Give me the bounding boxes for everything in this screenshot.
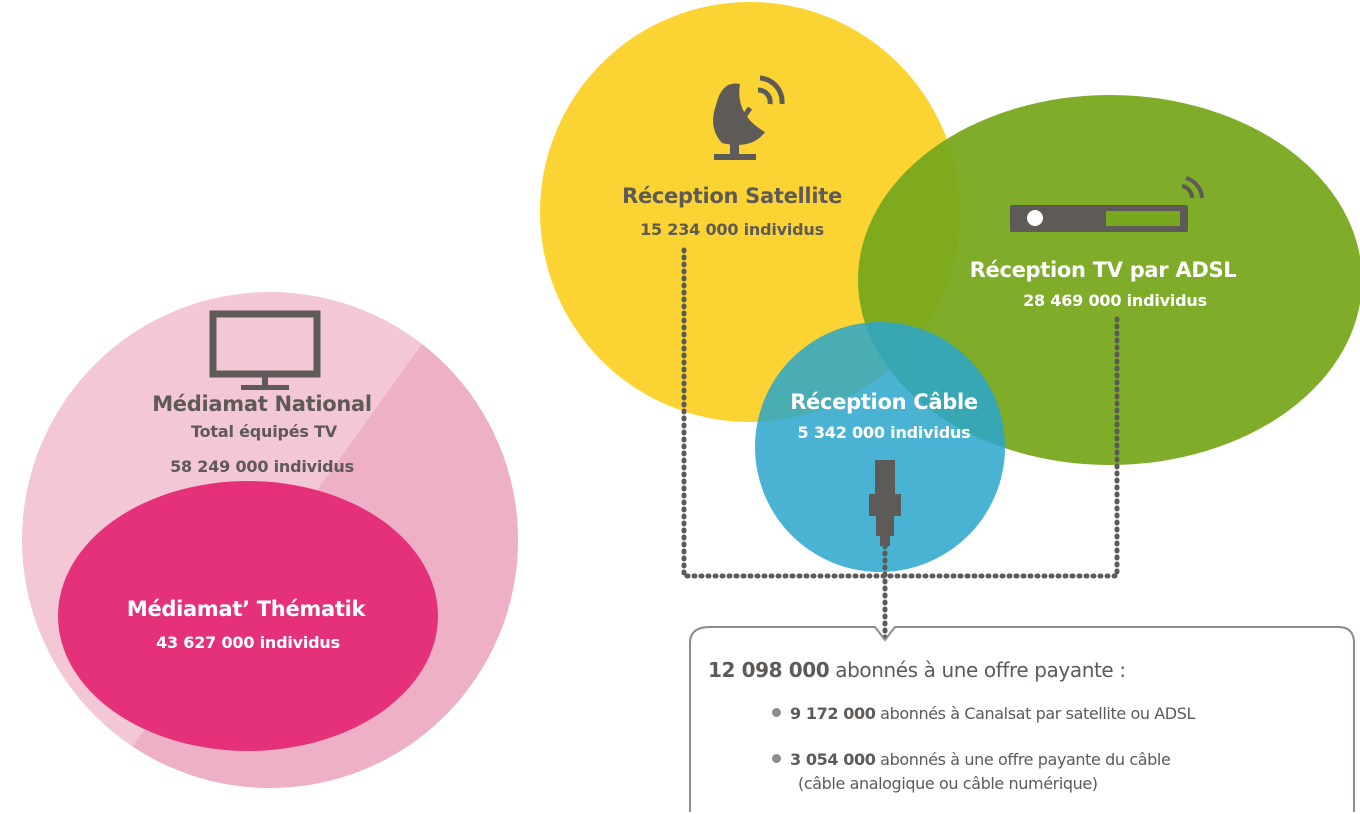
cable-count: 5 342 000 individus <box>797 423 971 442</box>
adsl-title: Réception TV par ADSL <box>969 258 1237 282</box>
national-count: 58 249 000 individus <box>170 457 354 476</box>
national-title: Médiamat National <box>152 392 372 416</box>
bullet-icon <box>772 708 781 717</box>
summary-item-2: 3 054 000 abonnés à une offre payante du… <box>772 750 1171 769</box>
thematik-circle <box>58 481 438 751</box>
thematik-title: Médiamat’ Thématik <box>126 597 366 621</box>
cable-plug-icon <box>869 460 901 546</box>
connector-lines <box>681 247 1120 643</box>
summary-item-1-text: abonnés à Canalsat par satellite ou ADSL <box>880 704 1196 723</box>
summary-item-2-number: 3 054 000 <box>790 750 876 769</box>
summary-item-2-text: abonnés à une offre payante du câble <box>880 750 1171 769</box>
summary-item-1: 9 172 000 abonnés à Canalsat par satelli… <box>772 704 1195 723</box>
tv-icon <box>209 310 321 390</box>
satellite-dish-icon <box>713 75 785 160</box>
national-subtitle: Total équipés TV <box>191 422 337 441</box>
summary-total-number: 12 098 000 <box>708 658 830 682</box>
bullet-icon <box>772 754 781 763</box>
adsl-count: 28 469 000 individus <box>1023 291 1207 310</box>
satellite-circle <box>540 2 960 422</box>
thematik-count: 43 627 000 individus <box>156 633 340 652</box>
satellite-count: 15 234 000 individus <box>640 220 824 239</box>
cable-title: Réception Câble <box>790 390 978 414</box>
adsl-circle <box>858 95 1360 465</box>
info-box-frame <box>689 626 1355 812</box>
satellite-title: Réception Satellite <box>622 184 842 208</box>
summary-item-2-line2: (câble analogique ou câble numérique) <box>798 774 1098 793</box>
summary-total: 12 098 000 abonnés à une offre payante : <box>708 658 1126 682</box>
summary-total-text: abonnés à une offre payante : <box>835 658 1126 682</box>
adsl-box-icon <box>1010 176 1204 232</box>
cable-circle <box>755 322 1005 572</box>
summary-item-1-number: 9 172 000 <box>790 704 876 723</box>
